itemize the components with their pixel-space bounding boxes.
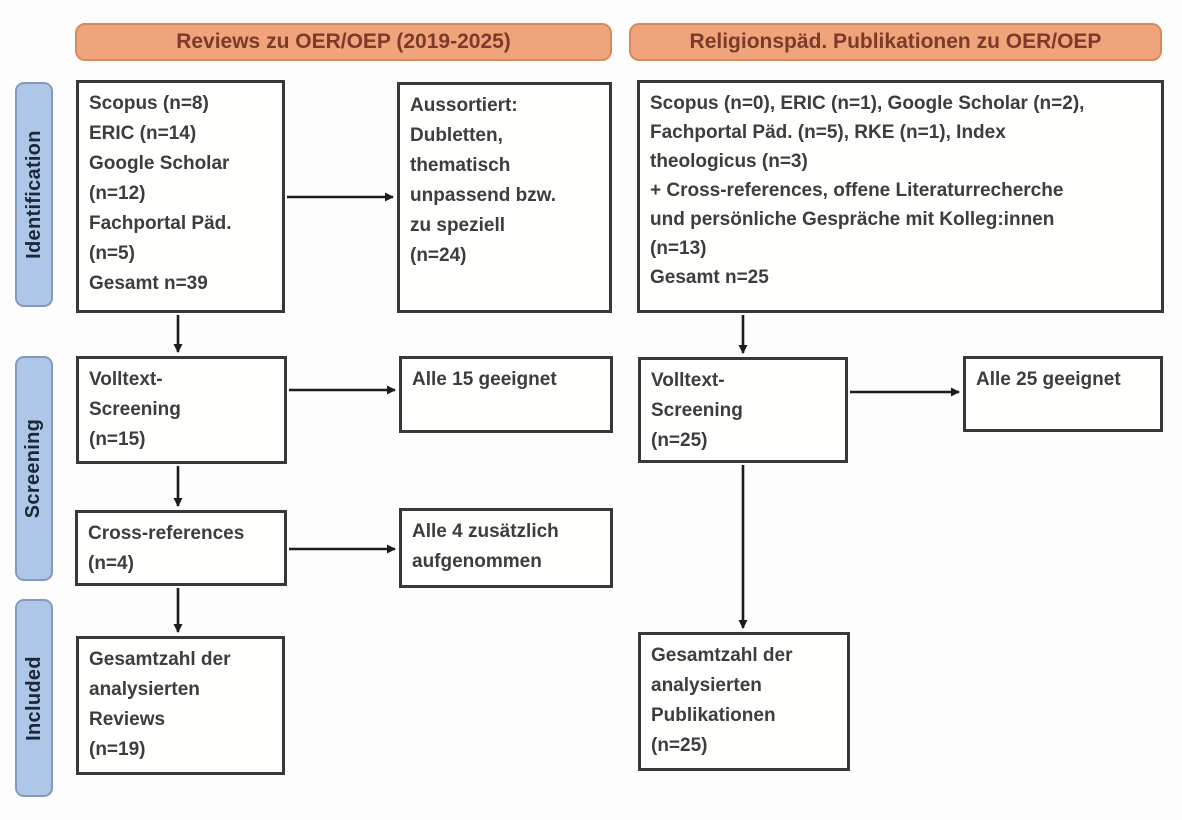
box-fulltext-screening-reviews: Volltext- Screening (n=15) [76, 356, 287, 464]
box-excluded-records: Aussortiert: Dubletten, thematisch unpas… [397, 82, 612, 313]
box-included-total-publications: Gesamtzahl der analysierten Publikatione… [638, 632, 850, 771]
box-fulltext-result-publications: Alle 25 geeignet [963, 356, 1163, 432]
stage-label-screening-text: Screening [22, 418, 45, 519]
box-identification-sources-reviews: Scopus (n=8) ERIC (n=14) Google Scholar … [76, 80, 285, 313]
stage-label-included-text: Included [22, 655, 45, 741]
stage-label-identification-text: Identification [22, 130, 45, 259]
box-fulltext-result-reviews: Alle 15 geeignet [399, 356, 613, 433]
box-included-total-reviews: Gesamtzahl der analysierten Reviews (n=1… [76, 636, 285, 775]
stage-label-screening: Screening [15, 356, 53, 581]
stage-label-identification: Identification [15, 82, 53, 307]
box-identification-sources-publications: Scopus (n=0), ERIC (n=1), Google Scholar… [637, 80, 1164, 313]
stage-label-included: Included [15, 599, 53, 797]
column-header-religionspaed: Religionspäd. Publikationen zu OER/OEP [629, 23, 1162, 61]
box-cross-references: Cross-references (n=4) [75, 510, 287, 586]
box-fulltext-screening-publications: Volltext- Screening (n=25) [638, 357, 848, 463]
box-cross-references-result: Alle 4 zusätzlich aufgenommen [399, 508, 613, 588]
column-header-reviews: Reviews zu OER/OEP (2019-2025) [75, 23, 612, 61]
